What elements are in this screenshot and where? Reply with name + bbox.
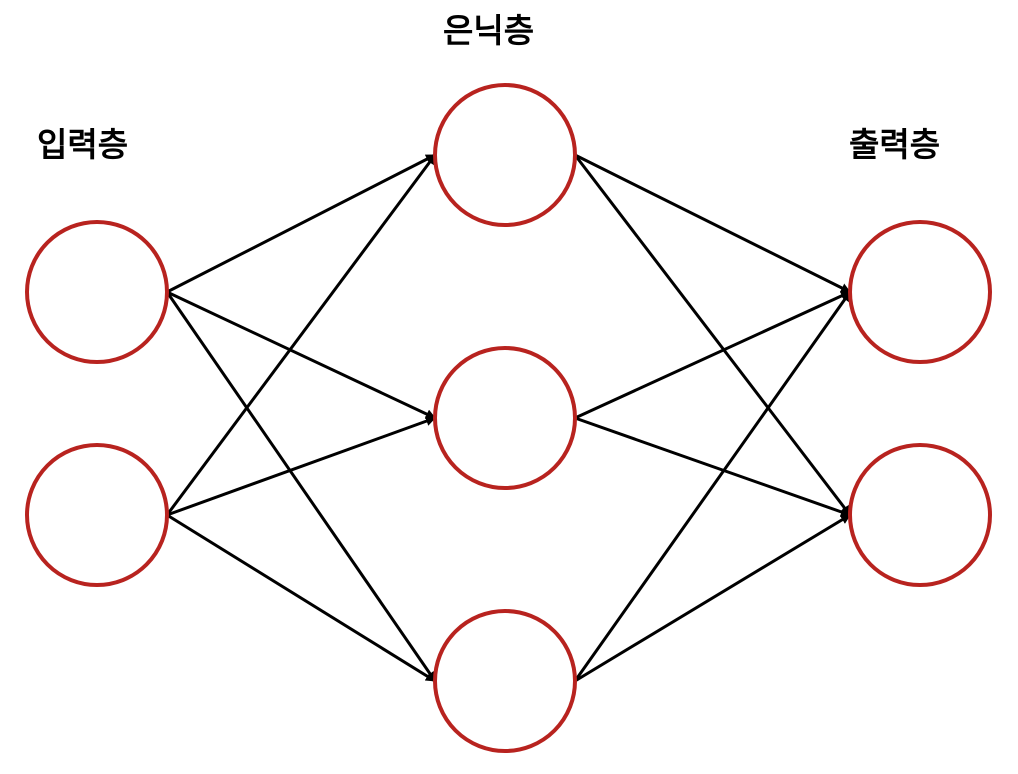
edge-hidden-1-to-output-2 — [573, 154, 852, 516]
output-node-2 — [848, 443, 992, 587]
hidden-layer-label: 은닉층 — [443, 11, 535, 50]
edge-hidden-2-to-output-1 — [574, 290, 851, 420]
edge-input-1-to-hidden-2 — [166, 290, 436, 420]
hidden-node-1 — [433, 83, 577, 227]
edge-hidden-2-to-output-2 — [574, 416, 851, 517]
input-node-2 — [25, 443, 169, 587]
connections — [165, 153, 852, 683]
hidden-node-3 — [433, 609, 577, 753]
edge-hidden-3-to-output-1 — [573, 291, 852, 682]
edge-hidden-1-to-output-1 — [574, 153, 851, 294]
edge-input-2-to-hidden-1 — [165, 154, 437, 516]
input-node-1 — [25, 220, 169, 364]
output-node-1 — [848, 220, 992, 364]
nodes — [25, 83, 992, 753]
edge-input-1-to-hidden-1 — [166, 153, 436, 294]
edge-input-2-to-hidden-2 — [166, 416, 436, 517]
edge-hidden-3-to-output-2 — [574, 513, 851, 683]
edge-input-2-to-hidden-3 — [166, 513, 436, 683]
edge-input-1-to-hidden-3 — [165, 291, 437, 682]
output-layer-label: 출력층 — [849, 125, 941, 164]
hidden-node-2 — [433, 346, 577, 490]
input-layer-label: 입력층 — [37, 125, 129, 164]
